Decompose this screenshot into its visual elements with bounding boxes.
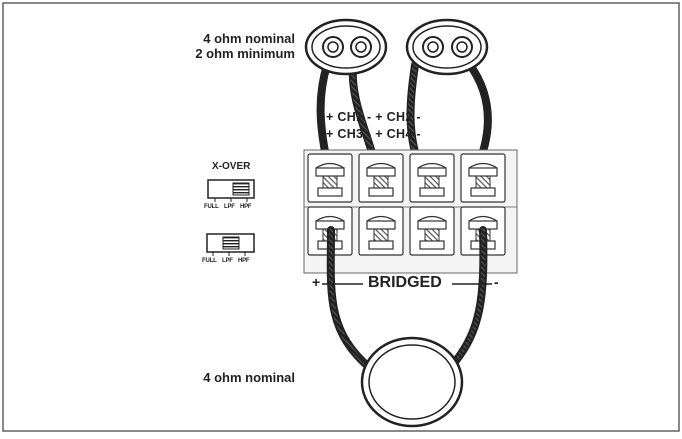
terminal-7 [409, 206, 455, 256]
switch1-label-full: FULL [204, 204, 219, 210]
border [2, 2, 680, 432]
bridged-label: BRIDGED [365, 274, 445, 292]
switch2-label-full: FULL [202, 258, 217, 264]
terminal-4 [460, 153, 506, 203]
terminal-1 [307, 153, 353, 203]
switch1-label-lpf: LPF [224, 204, 235, 210]
top-impedance-line1: 4 ohm nominal [203, 31, 295, 46]
terminal-2 [358, 153, 404, 203]
bridged-plus: + [312, 274, 321, 290]
bridged-wires [326, 226, 488, 372]
switch2-label-hpf: HPF [238, 258, 250, 264]
switch1-label-hpf: HPF [240, 204, 252, 210]
xover-switch-2[interactable] [206, 233, 255, 256]
xover-title: X-OVER [212, 161, 251, 172]
speaker-bridged [360, 336, 464, 428]
terminal-6 [358, 206, 404, 256]
terminal-block [303, 149, 518, 274]
channel-row-2: + CH3 - + CH4 - [326, 127, 421, 141]
switch2-label-lpf: LPF [222, 258, 233, 264]
top-impedance-line2: 2 ohm minimum [195, 46, 295, 61]
bridged-minus: - [494, 274, 499, 290]
terminal-3 [409, 153, 455, 203]
top-impedance-label: 4 ohm nominal 2 ohm minimum [160, 31, 295, 61]
xover-switch-1[interactable] [207, 179, 255, 202]
speaker-ch1-ch2 [304, 18, 388, 76]
speaker-ch3-ch4 [405, 18, 489, 76]
channel-row-1: + CH1 - + CH2 - [326, 110, 421, 124]
bottom-impedance-label: 4 ohm nominal [203, 370, 295, 385]
